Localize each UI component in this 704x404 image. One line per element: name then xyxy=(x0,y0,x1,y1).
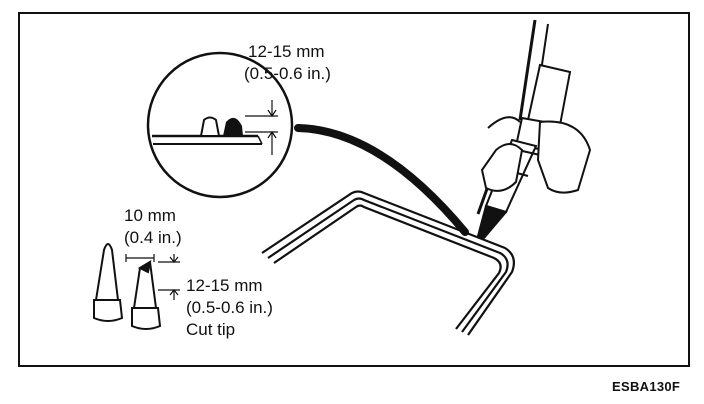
callout-depth-imperial: (0.5-0.6 in.) xyxy=(244,64,331,83)
tip-diameter-metric: 10 mm xyxy=(124,206,176,225)
sealant-gun xyxy=(476,19,592,240)
nozzle-uncut xyxy=(93,243,124,322)
bead-outline xyxy=(199,116,221,137)
nozzle-dimensions xyxy=(125,254,180,300)
detail-circle xyxy=(146,51,294,199)
callout-depth-metric: 12-15 mm xyxy=(248,42,325,61)
windshield-glass xyxy=(261,190,515,336)
callout-pointer xyxy=(294,124,469,236)
figure-code: ESBA130F xyxy=(612,379,681,394)
tip-cut-caption: Cut tip xyxy=(186,320,236,339)
tip-diameter-imperial: (0.4 in.) xyxy=(124,228,182,247)
nozzle-cut xyxy=(131,259,162,330)
figure-frame xyxy=(18,12,690,367)
tip-cut-metric: 12-15 mm xyxy=(186,276,263,295)
tip-cut-imperial: (0.5-0.6 in.) xyxy=(186,298,273,317)
bead-solid xyxy=(223,117,243,136)
magnified-detail xyxy=(146,51,294,199)
